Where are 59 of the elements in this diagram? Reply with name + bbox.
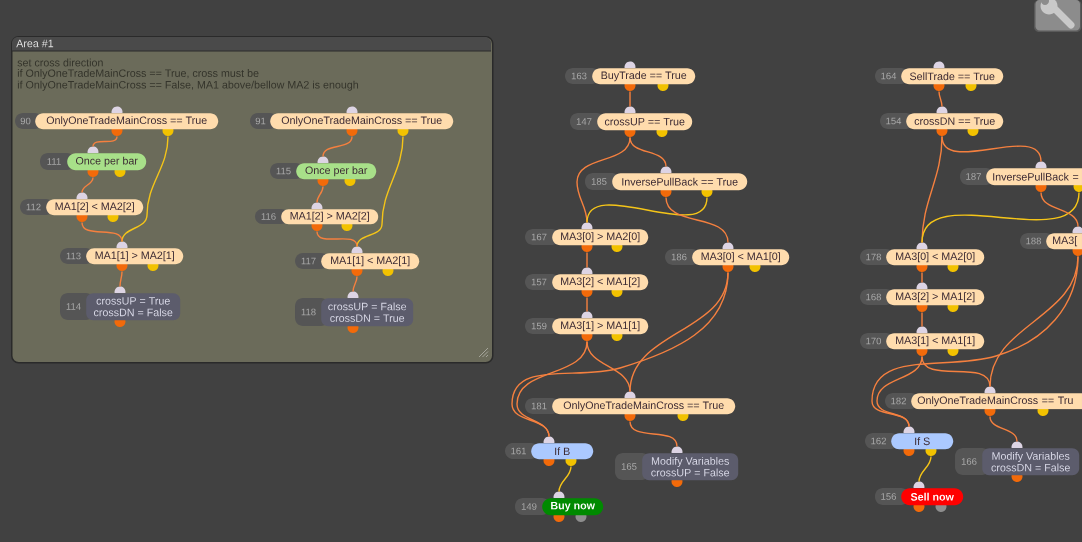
connector	[918, 455, 932, 483]
connector	[81, 221, 123, 243]
action-box: Modify Variables crossDN = False	[982, 448, 1080, 476]
connector	[938, 90, 943, 108]
action-box: Modify Variables crossUP = False	[642, 453, 739, 481]
branch-pill: If B	[531, 443, 594, 460]
branch-pill: If S	[891, 433, 954, 450]
connector	[665, 196, 729, 244]
action-pill: Sell now	[901, 488, 964, 506]
connector	[586, 251, 588, 269]
connector	[356, 135, 404, 248]
connector	[558, 465, 572, 493]
condition-pill: MA1[1] > MA2[1]	[86, 248, 184, 265]
connector	[352, 275, 358, 293]
condition-pill: MA3[2] > MA1[2]	[886, 289, 985, 306]
condition-pill: MA3[1] > MA1[1]	[552, 318, 649, 335]
condition-pill: Once per bar	[296, 163, 377, 180]
connector	[629, 271, 729, 393]
condition-pill: InversePullBack =	[986, 168, 1082, 186]
condition-pill: OnlyOneTradeMainCross == True	[270, 113, 454, 130]
connector	[629, 90, 631, 108]
connector	[322, 135, 353, 158]
connector	[586, 196, 708, 224]
connector	[81, 176, 94, 194]
connector	[629, 136, 667, 168]
action-box: crossUP = False crossDN = True	[321, 298, 414, 327]
condition-pill: MA3[1] < MA1[1]	[886, 333, 985, 350]
connector	[921, 271, 923, 284]
condition-pill: InversePullBack == True	[612, 173, 748, 191]
condition-pill: OnlyOneTradeMainCross == Tru	[911, 393, 1082, 410]
condition-pill: MA3[0] > MA2[0]	[552, 229, 649, 246]
condition-pill: OnlyOneTradeMainCross == True	[552, 398, 736, 415]
condition-pill: SellTrade == True	[901, 68, 1004, 85]
condition-pill: MA3[2] < MA1[2]	[552, 274, 649, 291]
condition-pill: OnlyOneTradeMainCross == True	[35, 113, 219, 130]
condition-pill: crossDN == True	[906, 113, 1004, 130]
connector	[989, 255, 1079, 388]
condition-pill: MA3[	[1046, 233, 1082, 250]
condition-pill: MA1[1] < MA2[1]	[321, 253, 420, 270]
connector	[316, 185, 324, 204]
connector	[629, 420, 678, 448]
condition-pill: crossUP == True	[597, 113, 693, 131]
condition-pill: Once per bar	[67, 153, 147, 171]
condition-pill: MA1[2] > MA2[2]	[281, 209, 379, 225]
condition-pill: MA1[2] < MA2[2]	[46, 199, 144, 216]
connector	[121, 135, 169, 243]
connector	[989, 415, 1018, 443]
condition-pill: MA3[0] < MA1[0]	[692, 249, 790, 266]
connector	[586, 296, 588, 313]
connector	[1040, 191, 1079, 228]
connector	[119, 270, 123, 288]
panel-header: Area #1	[11, 37, 492, 52]
action-box: crossUP = True crossDN = False	[86, 293, 181, 321]
condition-pill: MA3[0] < MA2[0]	[886, 249, 985, 266]
connector	[921, 191, 1080, 244]
connector	[316, 230, 358, 248]
condition-pill: BuyTrade == True	[592, 68, 696, 85]
connector	[92, 135, 118, 148]
connector	[921, 311, 923, 328]
